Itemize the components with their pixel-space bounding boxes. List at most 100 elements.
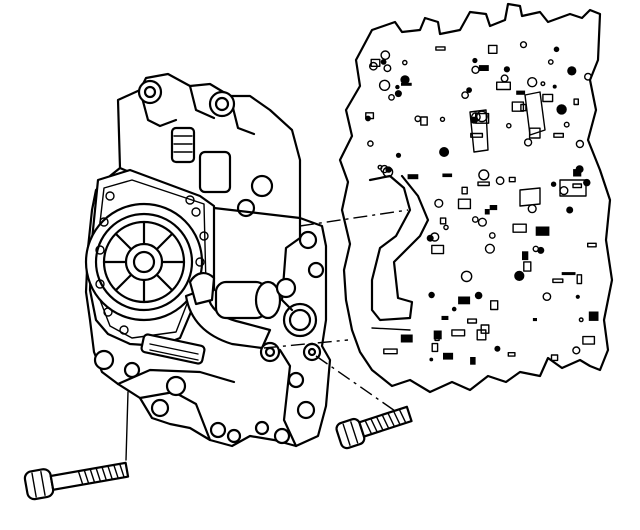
plate-hole <box>474 291 483 300</box>
plate-hole <box>489 205 498 211</box>
plate-hole <box>563 121 570 128</box>
plate-hole <box>429 357 434 362</box>
plate-hole <box>471 216 479 223</box>
plate-hole <box>451 329 466 337</box>
plate-hole <box>540 81 546 87</box>
plate-hole <box>380 59 387 65</box>
plate-hole <box>457 198 472 210</box>
gasket-bolt-hole <box>185 195 195 205</box>
plate-hole <box>451 306 457 312</box>
plate-hole <box>553 132 565 138</box>
plate-hole <box>552 84 557 89</box>
plate-hole <box>505 122 512 129</box>
alignment-line-left-bolt <box>125 391 129 461</box>
plate-hole <box>461 91 469 100</box>
plate-hole <box>470 112 481 122</box>
plate-hole <box>487 44 498 55</box>
plate-hole <box>367 140 374 147</box>
plate-hole <box>484 209 490 215</box>
plate-hole <box>400 75 410 85</box>
valve-body-plate <box>338 2 614 394</box>
plate-hole <box>512 223 527 233</box>
plate-hole <box>439 217 447 225</box>
plate-hole <box>414 115 422 123</box>
plate-hole <box>566 206 574 214</box>
gasket-bolt-hole <box>103 307 113 317</box>
plate-hole <box>380 50 391 61</box>
plate-hole <box>561 272 576 276</box>
plate-hole <box>490 300 499 311</box>
plate-hole <box>443 224 449 231</box>
gasket-bolt-hole <box>99 217 109 227</box>
plate-hole <box>582 335 596 345</box>
plate-hole <box>467 318 478 324</box>
plate-hole <box>587 242 597 248</box>
alignment-lines <box>125 209 409 461</box>
plate-hole <box>442 173 453 178</box>
plate-hole <box>488 232 496 239</box>
plate-hole <box>500 74 509 83</box>
plate-hole <box>578 317 584 323</box>
plate-hole <box>575 139 585 149</box>
plate-hole <box>503 66 510 73</box>
plate-hole <box>434 334 440 342</box>
plate-hole <box>484 243 496 254</box>
gasket-bolt-hole <box>95 279 105 289</box>
plate-hole <box>461 186 468 195</box>
plate-hole <box>559 186 569 196</box>
plate-hole <box>383 64 392 73</box>
gasket-bolt-hole <box>119 325 129 335</box>
plate-hole <box>584 72 593 81</box>
plate-hole <box>475 110 488 123</box>
plate-hole <box>439 147 450 157</box>
plate-hole <box>556 104 567 115</box>
plate-hole <box>477 217 488 227</box>
plate-hole <box>572 346 581 355</box>
plate-hole <box>407 174 419 180</box>
plate-hole <box>583 178 591 187</box>
plate-hole <box>426 234 434 242</box>
plate-hole <box>458 296 471 305</box>
plate-hole <box>383 348 398 355</box>
plate-hole <box>572 183 583 189</box>
plate-hole <box>576 274 583 285</box>
plate-hole <box>508 176 516 183</box>
plate-hole <box>527 204 537 214</box>
plate-hole <box>516 90 526 95</box>
plate-hole <box>535 226 550 236</box>
plate-hole <box>567 66 577 76</box>
plate-hole <box>401 59 408 66</box>
plate-hole <box>511 101 525 112</box>
plate-hole <box>519 41 528 49</box>
plate-hole <box>395 152 402 158</box>
plate-hole <box>547 59 554 65</box>
plate-hole <box>466 87 472 93</box>
plate-hole <box>431 244 445 255</box>
plate-hole <box>378 79 391 92</box>
plate-hole <box>428 291 435 299</box>
plate-hole <box>573 98 579 106</box>
plate-hole <box>401 82 412 86</box>
plate-hole <box>550 181 557 187</box>
gasket-bolt-hole <box>199 231 209 241</box>
alignment-line-right-bolt <box>315 355 409 421</box>
plate-hole <box>514 270 525 281</box>
bolt-lower-left <box>23 461 130 501</box>
plate-hole <box>528 127 541 139</box>
bolt-lower-right <box>335 405 413 450</box>
plate-hole <box>477 181 490 187</box>
plate-hole <box>460 270 473 283</box>
plate-hole <box>431 342 439 353</box>
plate-hole <box>575 294 580 299</box>
plate-hole <box>377 164 383 170</box>
plate-hole <box>365 112 375 120</box>
plate-hole <box>480 324 490 334</box>
plate-hole <box>420 116 428 126</box>
plate-hole <box>382 166 394 178</box>
plate-hole <box>435 46 446 51</box>
gasket-bolt-hole <box>95 245 105 255</box>
plate-hole <box>470 357 476 365</box>
plate-hole <box>475 112 490 124</box>
plate-hole <box>395 84 400 90</box>
plate-hole <box>542 292 552 301</box>
